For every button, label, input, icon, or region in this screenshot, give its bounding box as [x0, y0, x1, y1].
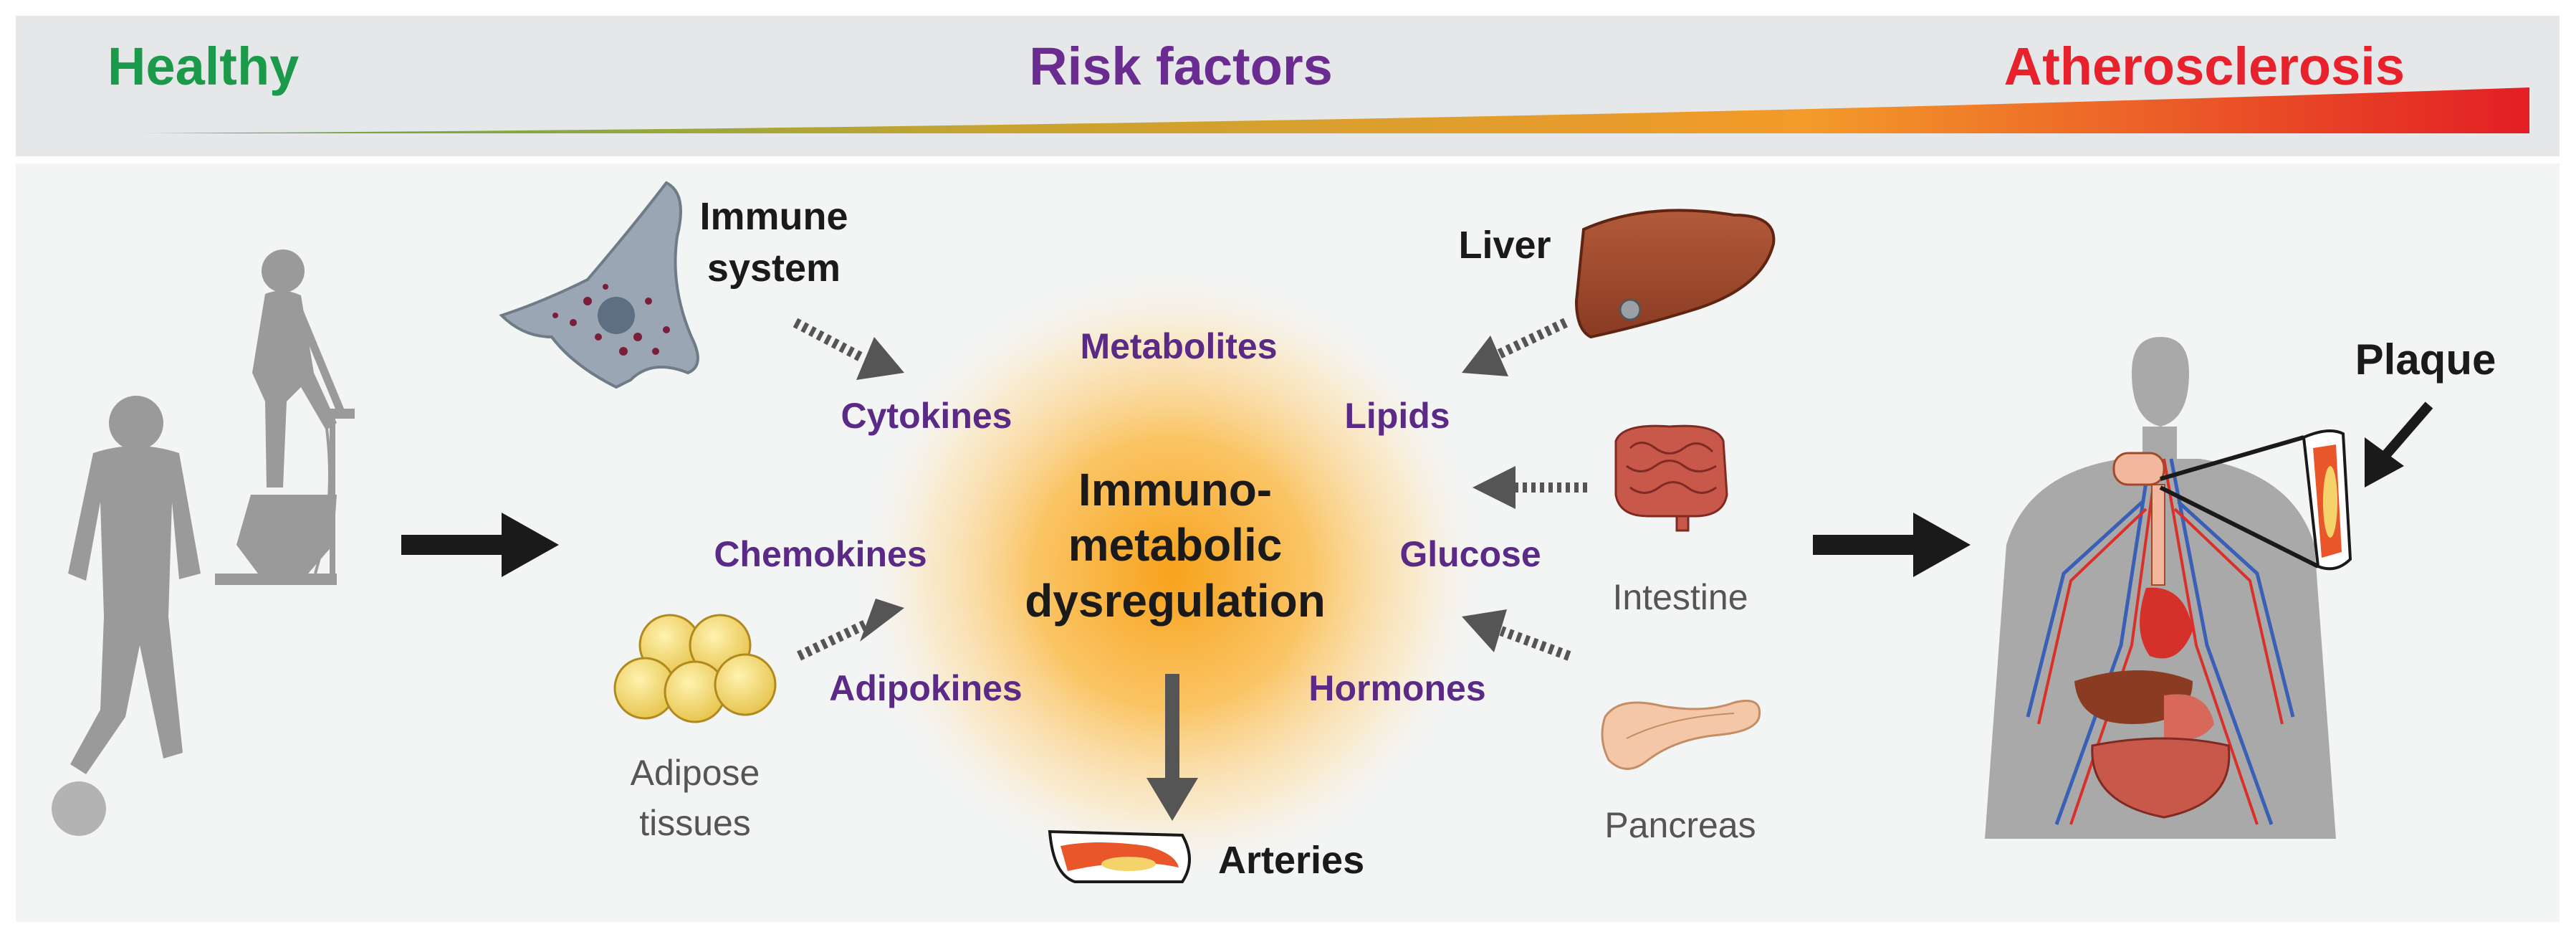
factor-chemokines: Chemokines — [714, 534, 927, 574]
pancreas-illustration — [1601, 700, 1761, 770]
center-line-2: metabolic — [1068, 519, 1283, 571]
soccer-player-silhouette — [52, 396, 201, 836]
factor-cytokines: Cytokines — [841, 396, 1012, 436]
center-label: Immuno- metabolic dysregulation — [1025, 464, 1326, 627]
label-intestine: Intestine — [1612, 577, 1748, 617]
label-healthy: Healthy — [107, 37, 299, 96]
arrow-liver — [1495, 318, 1568, 360]
adipose-line-1: Adipose — [631, 753, 760, 793]
dotted-arrows — [793, 318, 1587, 661]
factor-adipokines: Adipokines — [829, 668, 1022, 708]
adipose-line-2: tissues — [639, 803, 751, 843]
arrow-pancreas — [1499, 626, 1571, 661]
immune-line-1: Immune — [699, 195, 848, 238]
intestine-illustration — [1614, 424, 1728, 532]
gradient-wedge — [136, 87, 2529, 133]
label-atherosclerosis: Atherosclerosis — [2004, 37, 2405, 96]
label-arteries: Arteries — [1218, 839, 1364, 882]
label-immune-system: Immune system — [699, 195, 848, 290]
dotted-arrow-heads — [856, 336, 1516, 652]
arrow-adipose — [797, 619, 869, 661]
macrophage-illustration — [499, 181, 699, 389]
arrow-immune — [793, 318, 866, 363]
adipose-illustration — [613, 614, 777, 723]
label-adipose: Adipose tissues — [631, 753, 760, 843]
factor-lipids: Lipids — [1344, 396, 1450, 436]
label-risk-factors: Risk factors — [1029, 37, 1333, 96]
label-plaque: Plaque — [2355, 336, 2496, 384]
factor-glucose: Glucose — [1399, 534, 1541, 574]
arrow-healthy-to-risk — [401, 513, 559, 577]
arrow-risk-to-athero — [1813, 513, 1971, 577]
label-liver: Liver — [1458, 224, 1551, 267]
label-pancreas: Pancreas — [1604, 805, 1756, 845]
factor-labels: Metabolites Cytokines Lipids Chemokines … — [714, 326, 1541, 708]
liver-illustration — [1574, 209, 1776, 339]
factor-metabolites: Metabolites — [1080, 326, 1277, 366]
factor-hormones: Hormones — [1308, 668, 1485, 708]
center-line-1: Immuno- — [1078, 464, 1272, 515]
arrow-down-arteries — [1146, 674, 1198, 821]
healthy-people-illustration — [52, 249, 355, 836]
center-line-3: dysregulation — [1025, 575, 1326, 627]
plaque-callout — [2159, 429, 2352, 571]
central-glow — [863, 272, 1480, 875]
cyclist-silhouette — [215, 249, 355, 585]
plaque-arrow — [2365, 401, 2433, 487]
immune-line-2: system — [707, 247, 841, 290]
artery-illustration — [1048, 829, 1191, 883]
human-body-illustration — [1985, 337, 2336, 839]
